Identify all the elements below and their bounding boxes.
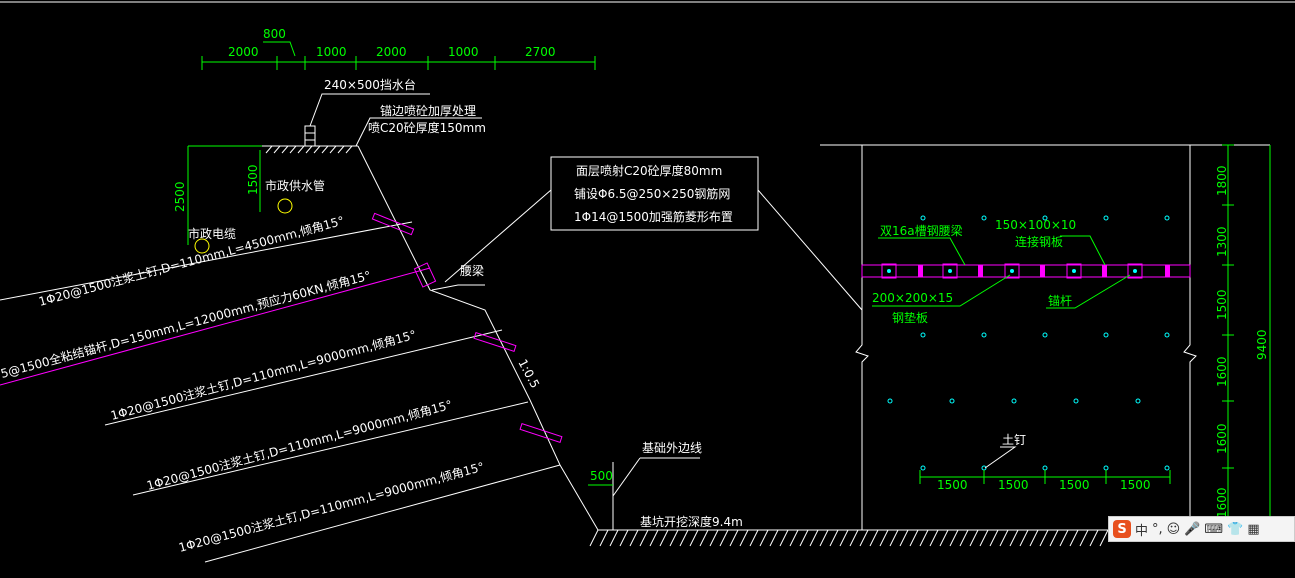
elev-dim-1: 1500 xyxy=(937,478,968,492)
nail-line-4 xyxy=(204,464,561,563)
water-pipe-circle xyxy=(277,198,293,214)
anchor-label-4: 1Φ20@1500注浆土钉,D=110mm,L=9000mm,倾角15° xyxy=(177,459,486,555)
skin-icon[interactable]: 👕 xyxy=(1227,521,1244,537)
keyboard-icon[interactable]: ⌨ xyxy=(1204,521,1224,537)
dim-2000-b: 2000 xyxy=(376,45,407,59)
label-shotcrete: 喷C20砼厚度150mm xyxy=(368,120,486,135)
elev-dim-4: 1500 xyxy=(1120,478,1151,492)
label-waist-beam: 腰梁 xyxy=(460,263,484,278)
anchor-label-2: 1Φ20@1500注浆土钉,D=110mm,L=9000mm,倾角15° xyxy=(109,327,418,423)
label-channel-beam: 双16a槽钢腰梁 xyxy=(880,223,963,238)
elevation-view: 双16a槽钢腰梁 150×100×10 连接钢板 200×200×15 钢垫板 … xyxy=(820,144,1271,530)
ime-lang[interactable]: 中 xyxy=(1135,523,1149,539)
note-box xyxy=(550,156,759,231)
dim-500: 500 xyxy=(590,469,613,483)
excavation-profile xyxy=(357,145,599,531)
label-pad-plate: 钢垫板 xyxy=(892,310,928,325)
ime-toolbar[interactable]: S 中 °, ☺ 🎤 ⌨ 👕 ▦ xyxy=(1108,516,1295,542)
elev-rdim-1: 1800 xyxy=(1215,165,1229,196)
top-dimension-chain: 2000 800 1000 2000 1000 2700 xyxy=(201,27,596,70)
anchor-line-magenta xyxy=(0,267,431,386)
elev-dim-2: 1500 xyxy=(998,478,1029,492)
ground-surface xyxy=(262,125,358,154)
dim-1500: 1500 xyxy=(246,164,260,195)
label-foundation-line: 基础外边线 xyxy=(642,441,702,455)
note-line-1: 面层喷射C20砼厚度80mm xyxy=(576,163,722,178)
note-line-2: 铺设Φ6.5@250×250钢筋网 xyxy=(574,186,730,201)
note-line-3: 1Φ14@1500加强筋菱形布置 xyxy=(574,209,733,224)
anchor-label-3: 1Φ20@1500注浆土钉,D=110mm,L=9000mm,倾角15° xyxy=(145,397,454,493)
label-pad-plate-dim: 200×200×15 xyxy=(872,291,953,305)
dim-800: 800 xyxy=(263,27,286,41)
label-pit-depth: 基坑开挖深度9.4m xyxy=(640,514,743,529)
elev-rdim-6: 1600 xyxy=(1215,487,1229,518)
elev-rdim-5: 1600 xyxy=(1215,423,1229,454)
dim-2500: 2500 xyxy=(173,181,187,212)
label-anchor-rod: 锚杆 xyxy=(1048,293,1072,308)
ime-punct[interactable]: °, xyxy=(1152,521,1163,537)
nail-line-1 xyxy=(0,221,413,301)
grid-icon[interactable]: ▦ xyxy=(1247,521,1260,537)
emoji-icon[interactable]: ☺ xyxy=(1166,521,1181,537)
dim-2000-a: 2000 xyxy=(228,45,259,59)
label-power-cable: 市政电缆 xyxy=(188,226,236,241)
label-connect-plate: 连接钢板 xyxy=(1015,234,1063,249)
elev-rdim-2: 1300 xyxy=(1215,226,1229,257)
elev-total: 9400 xyxy=(1255,329,1269,360)
label-edge-thick: 锚边喷砼加厚处理 xyxy=(380,103,476,118)
dim-2700: 2700 xyxy=(525,45,556,59)
slope-ratio: 1:0.5 xyxy=(515,357,542,391)
mic-icon[interactable]: 🎤 xyxy=(1184,521,1201,537)
dim-1000-b: 1000 xyxy=(448,45,479,59)
nail-line-3 xyxy=(132,401,529,496)
label-soil-nail: 土钉 xyxy=(1002,433,1026,447)
water-stop-platform xyxy=(304,125,316,147)
label-water-pipe: 市政供水管 xyxy=(265,178,325,193)
waist-beam-band xyxy=(861,264,1191,278)
elev-dim-3: 1500 xyxy=(1059,478,1090,492)
nail-line-2 xyxy=(104,329,503,426)
elev-rdim-3: 1500 xyxy=(1215,289,1229,320)
dim-1000-a: 1000 xyxy=(316,45,347,59)
elev-rdim-4: 1600 xyxy=(1215,356,1229,387)
cable-circle xyxy=(194,238,210,254)
label-connect-plate-dim: 150×100×10 xyxy=(995,218,1076,232)
sogou-logo-icon[interactable]: S xyxy=(1113,520,1131,538)
label-platform: 240×500挡水台 xyxy=(324,77,416,92)
